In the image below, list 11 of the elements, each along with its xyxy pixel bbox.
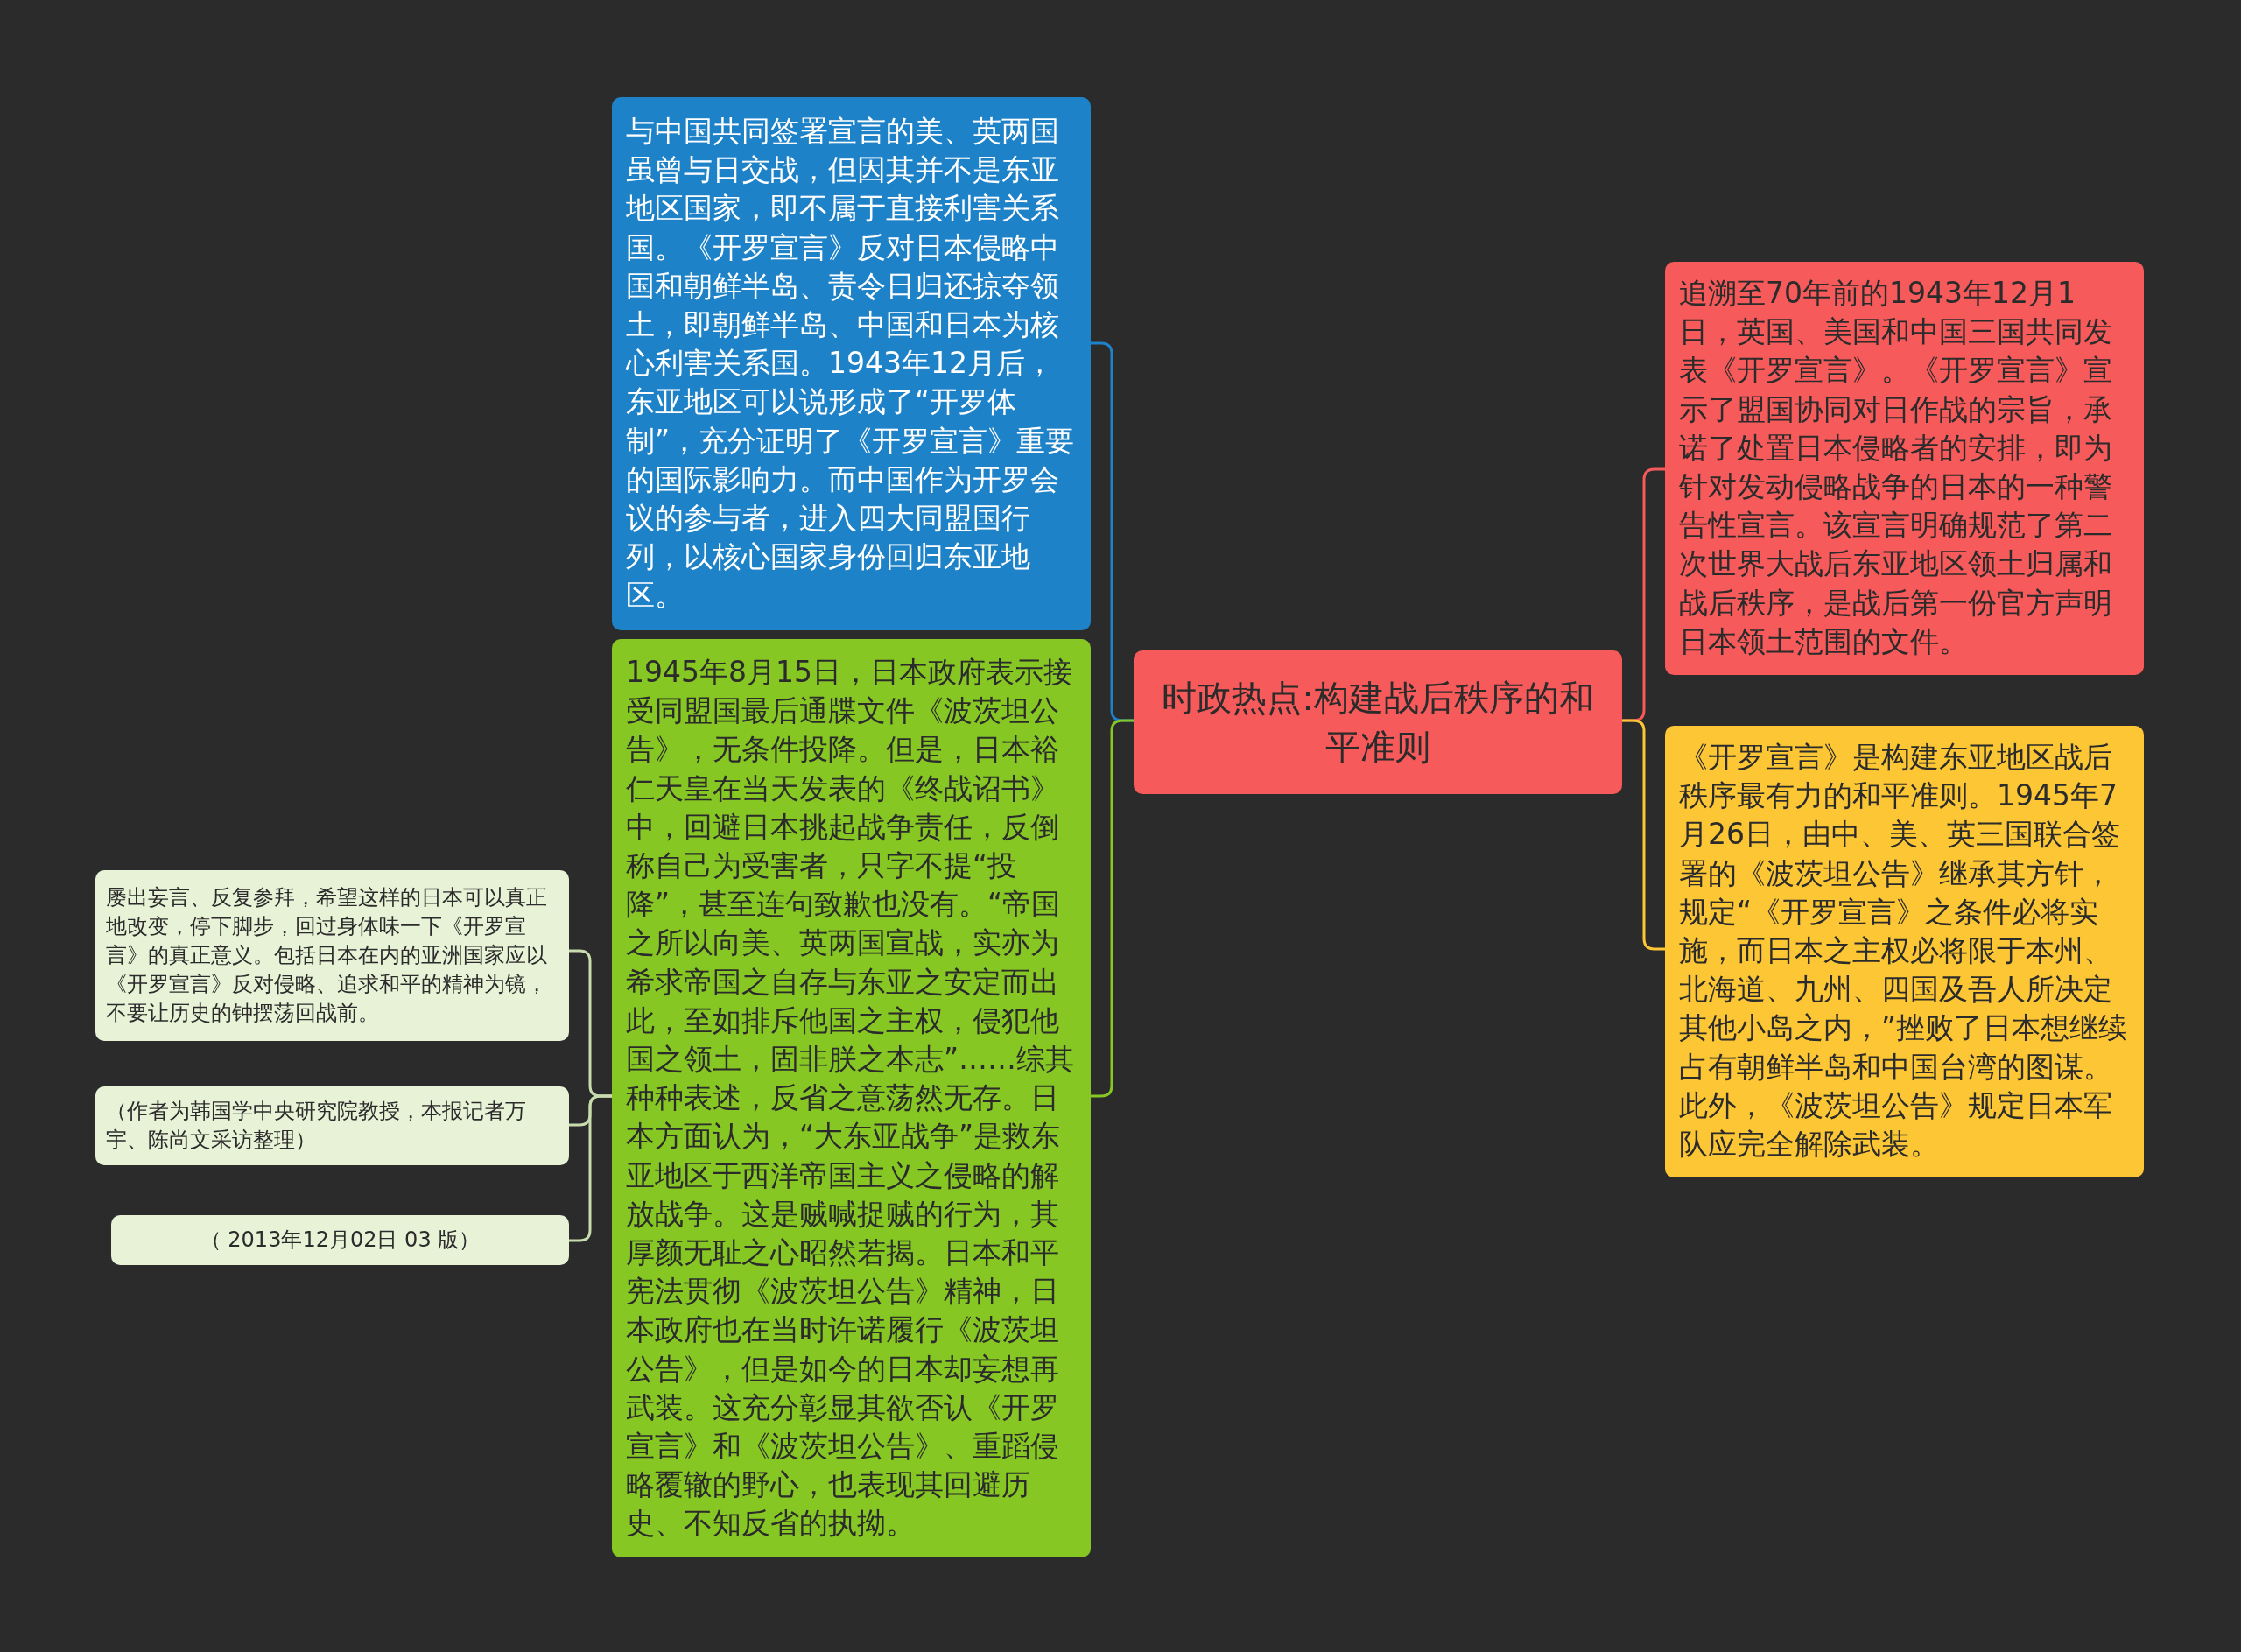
- text-box: 追溯至70年前的1943年12月1日，英国、美国和中国三国共同发表《开罗宣言》。《开罗宣言》宣示了盟国协同对日作战的宗旨，承诺了处置日本侵略者的安排，即为针对发动侵略战争的日本的一种警告性宣言。该宣言明确规范了第二次世界大战后东亚地区领土归属和战后秩序，是战后第一份官方声明日本领土范围的文件。: [1665, 262, 2144, 675]
- text-box: 《开罗宣言》是构建东亚地区战后秩序最有力的和平准则。1945年7月26日，由中、美、英三国联合签署的《波茨坦公告》继承其方针，规定“《开罗宣言》之条件必将实施，而日本之主权必将限于本州、北海道、九州、四国及吾人所决定其他小岛之内，”挫败了日本想继续占有朝鲜半岛和中国台湾的图谋。此外，《波茨坦公告》规定日本军队应完全解除武装。: [1665, 726, 2144, 1177]
- note-box: （作者为韩国学中央研究院教授，本报记者万宇、陈尚文采访整理）: [95, 1086, 569, 1165]
- connector-line: [1622, 719, 1665, 951]
- connector-line: [569, 1094, 612, 1242]
- topic-box: 时政热点:构建战后秩序的和平准则: [1134, 650, 1622, 794]
- text-box: 与中国共同签署宣言的美、英两国虽曾与日交战，但因其并不是东亚地区国家，即不属于直接利害关系国。《开罗宣言》反对日本侵略中国和朝鲜半岛、责令日归还掠夺领土，即朝鲜半岛、中国和日本为核心利害关系国。1943年12月后，东亚地区可以说形成了“开罗体制”，充分证明了《开罗宣言》重要的国际影响力。而中国作为开罗会议的参与者，进入四大同盟国行列，以核心国家身份回归东亚地区。: [612, 97, 1091, 630]
- note-box: （ 2013年12月02日 03 版）: [111, 1215, 569, 1265]
- note-box: 屡出妄言、反复参拜，希望这样的日本可以真正地改变，停下脚步，回过身体味一下《开罗宣言》的真正意义。包括日本在内的亚洲国家应以《开罗宣言》反对侵略、追求和平的精神为镜，不要让历史的钟摆荡回战前。: [95, 870, 569, 1041]
- connector-line: [1091, 719, 1134, 1098]
- text-box: 1945年8月15日，日本政府表示接受同盟国最后通牒文件《波茨坦公告》，无条件投降。但是，日本裕仁天皇在当天发表的《终战诏书》中，回避日本挑起战争责任，反倒称自己为受害者，只字不提“投降”，甚至连句致歉也没有。“帝国之所以向美、英两国宣战，实亦为希求帝国之自存与东亚之安定而出此，至如排斥他国之主权，侵犯他国之领土，固非朕之本志”……综其种种表述，反省之意荡然无存。日本方面认为，“大东亚战争”是救东亚地区于西洋帝国主义之侵略的解放战争。这是贼喊捉贼的行为，其厚颜无耻之心昭然若揭。日本和平宪法贯彻《波茨坦公告》精神，日本政府也在当时许诺履行《波茨坦公告》，但是如今的日本却妄想再武装。这充分彰显其欲否认《开罗宣言》和《波茨坦公告》、重蹈侵略覆辙的野心，也表现其回避历史、不知反省的执拗。: [612, 639, 1091, 1557]
